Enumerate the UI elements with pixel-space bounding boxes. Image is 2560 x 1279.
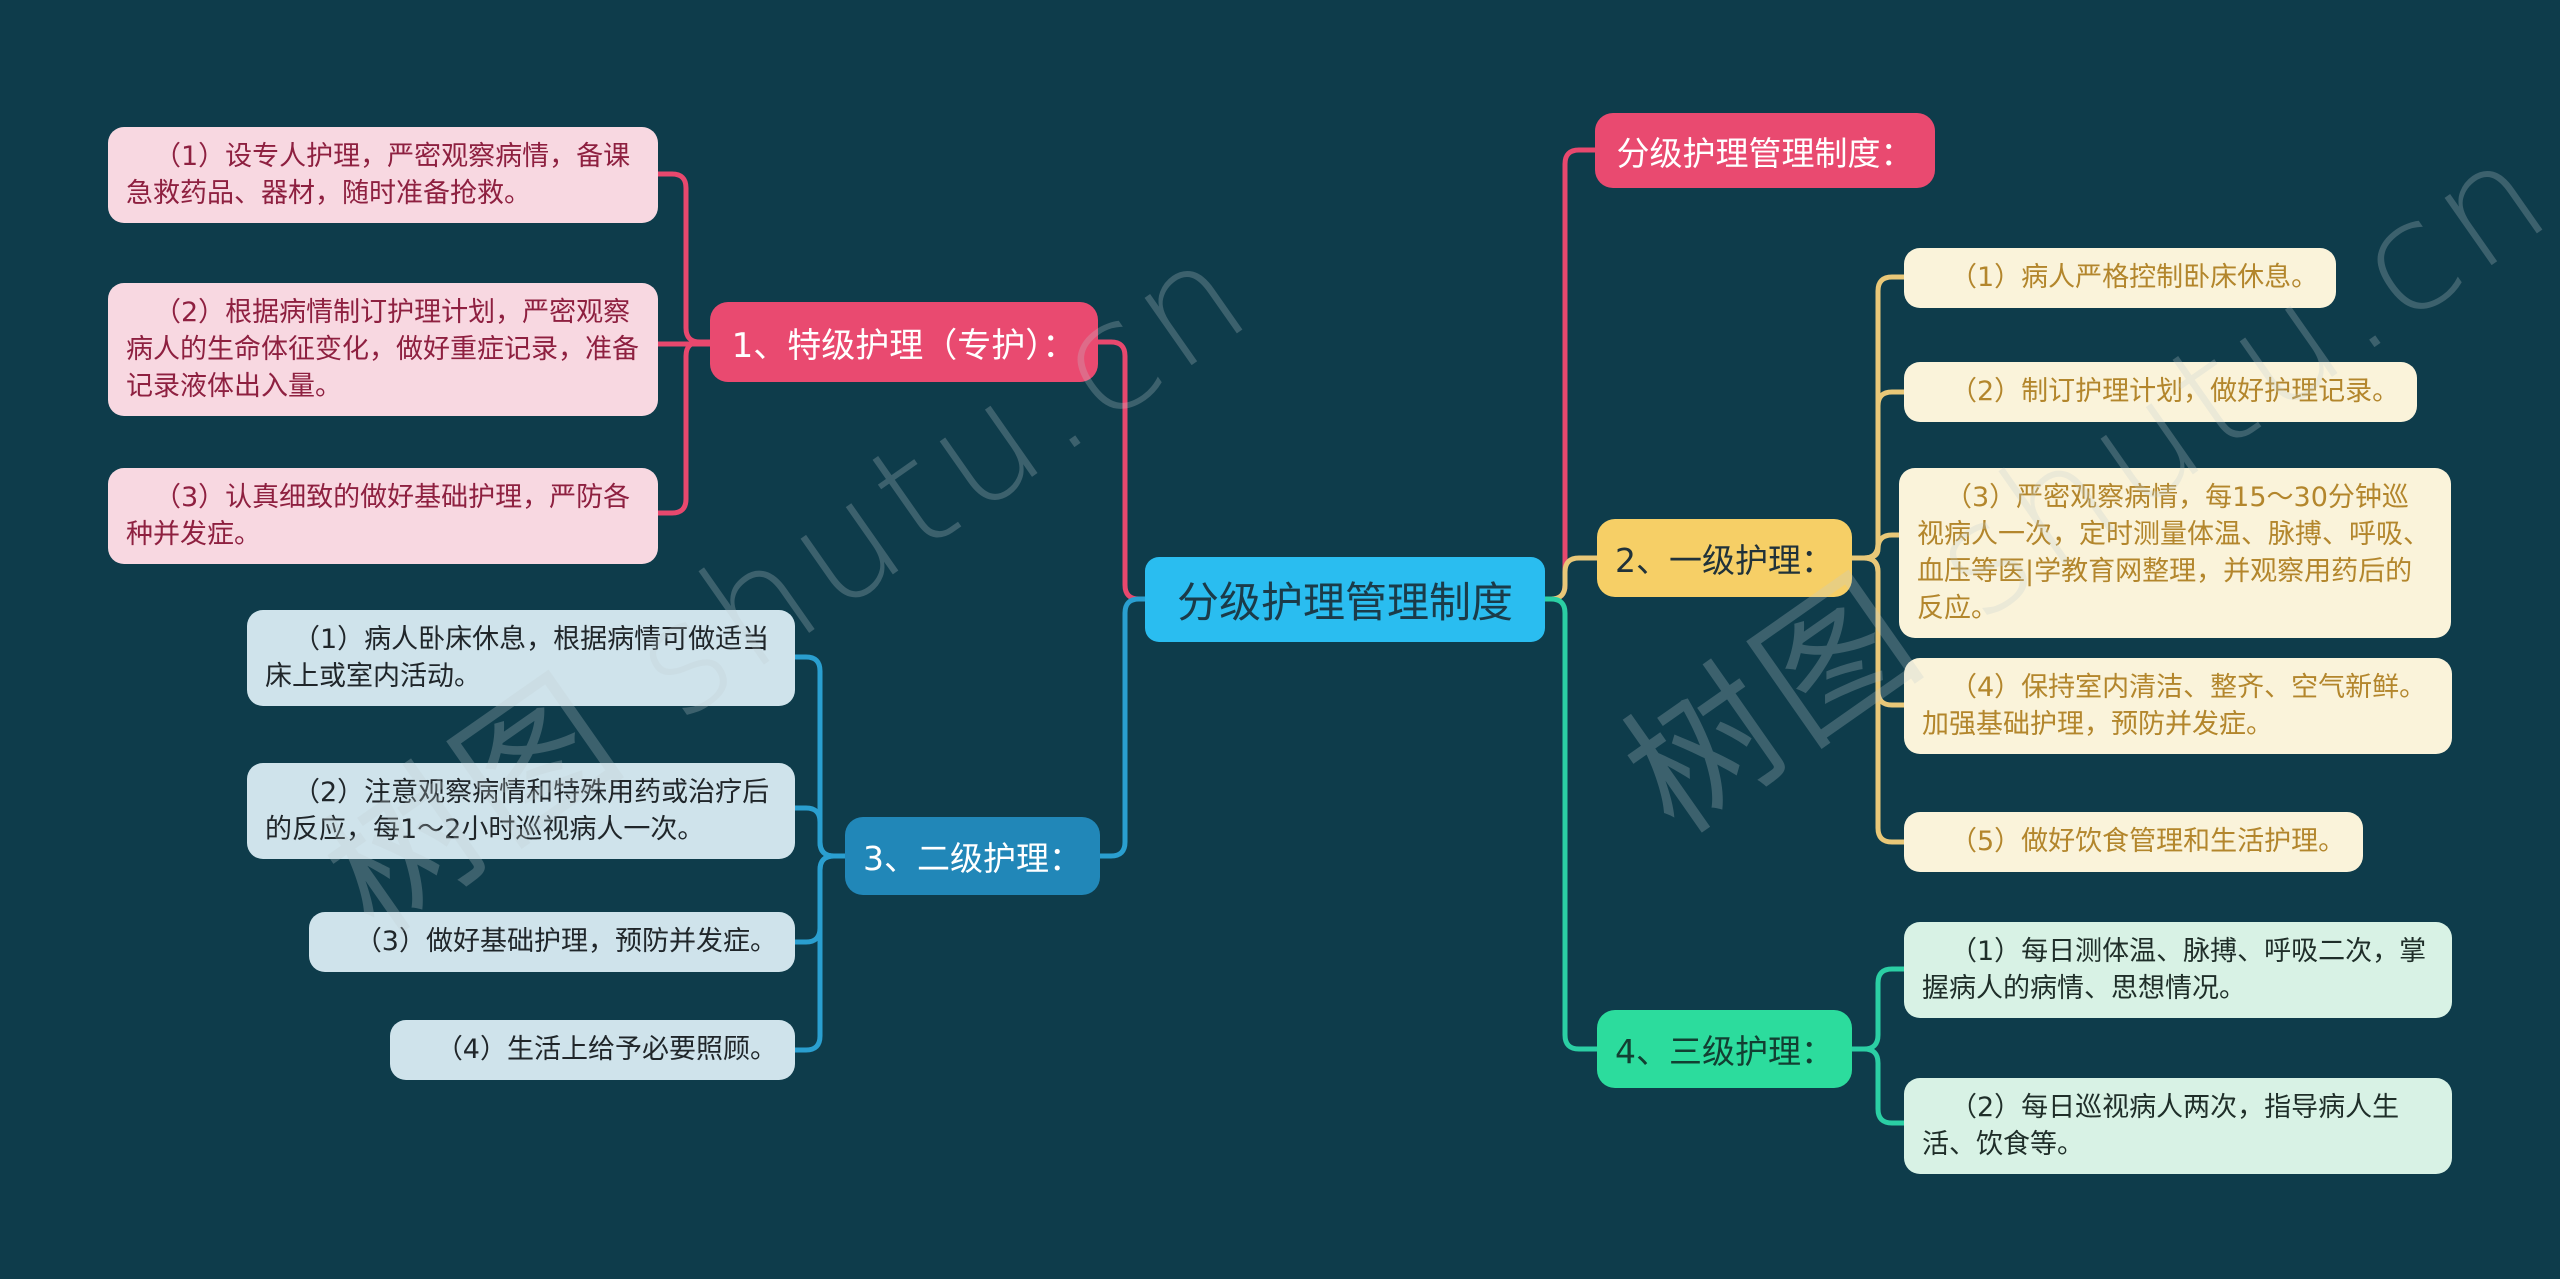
connector-central-third — [1542, 596, 1600, 1052]
branch-node-second-level[interactable]: 3、二级护理： — [845, 817, 1100, 895]
branch-node-first-level[interactable]: 2、一级护理： — [1597, 519, 1852, 597]
first-level-item-4[interactable]: （4）保持室内清洁、整齐、空气新鲜。加强基础护理，预防并发症。 — [1904, 658, 2452, 754]
connector-third-item-1 — [1849, 966, 1907, 1052]
second-level-item-3[interactable]: （3）做好基础护理，预防并发症。 — [308, 912, 795, 972]
branch-node-title[interactable]: 分级护理管理制度： — [1595, 113, 1935, 188]
branch-node-special-care[interactable]: 1、特级护理（专护）： — [710, 302, 1098, 382]
connector-central-second — [1097, 596, 1148, 859]
first-level-item-3[interactable]: （3）严密观察病情，每15～30分钟巡视病人一次，定时测量体温、脉搏、呼吸、血压… — [1899, 468, 2451, 638]
connector-second-item-4 — [792, 853, 848, 1053]
special-care-item-1[interactable]: （1）设专人护理，严密观察病情，备课急救药品、器材，随时准备抢救。 — [108, 127, 658, 223]
second-level-item-2[interactable]: （2）注意观察病情和特殊用药或治疗后的反应，每1～2小时巡视病人一次。 — [247, 763, 795, 859]
central-topic-node[interactable]: 分级护理管理制度 — [1145, 557, 1545, 642]
branch-node-third-level[interactable]: 4、三级护理： — [1597, 1010, 1852, 1088]
second-level-item-4[interactable]: （4）生活上给予必要照顾。 — [389, 1020, 795, 1080]
connector-second-item-2 — [792, 805, 848, 859]
first-level-item-5[interactable]: （5）做好饮食管理和生活护理。 — [1904, 812, 2364, 872]
second-level-item-1[interactable]: （1）病人卧床休息，根据病情可做适当床上或室内活动。 — [247, 610, 795, 706]
first-level-item-2[interactable]: （2）制订护理计划，做好护理记录。 — [1904, 362, 2418, 422]
special-care-item-3[interactable]: （3）认真细致的做好基础护理，严防各种并发症。 — [108, 468, 658, 564]
connector-third-item-2 — [1849, 1046, 1907, 1126]
connector-special-item-3 — [655, 339, 713, 516]
connector-central-title — [1542, 147, 1598, 602]
third-level-item-1[interactable]: （1）每日测体温、脉搏、呼吸二次，掌握病人的病情、思想情况。 — [1904, 922, 2452, 1018]
connector-special-item-1 — [655, 171, 713, 345]
connector-central-special — [1095, 339, 1148, 602]
connector-first-item-5 — [1849, 555, 1907, 845]
first-level-item-1[interactable]: （1）病人严格控制卧床休息。 — [1904, 248, 2337, 308]
third-level-item-2[interactable]: （2）每日巡视病人两次，指导病人生活、饮食等。 — [1904, 1078, 2452, 1174]
special-care-item-2[interactable]: （2）根据病情制订护理计划，严密观察病人的生命体征变化，做好重症记录，准备记录液… — [108, 283, 658, 416]
connector-central-first — [1542, 555, 1600, 602]
